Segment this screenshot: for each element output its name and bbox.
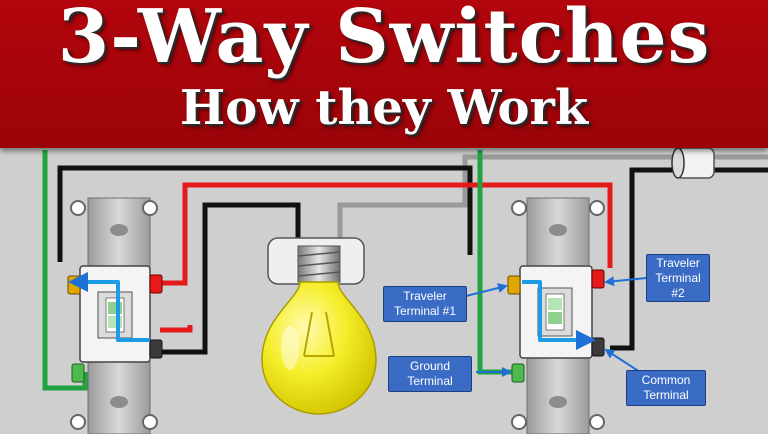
label-ground-terminal: Ground Terminal: [388, 356, 472, 392]
label-traveler-terminal-2: Traveler Terminal #2: [646, 254, 710, 302]
light-bulb-icon: [261, 237, 377, 415]
label-arrows: [465, 276, 647, 377]
label-common-terminal: Common Terminal: [626, 370, 706, 406]
traveler-wire: [160, 182, 613, 333]
left-switch: [70, 197, 158, 434]
neutral-wire: [337, 154, 768, 238]
title-banner: 3-Way Switches How they Work: [0, 0, 768, 148]
cable-clamp-icon: [671, 147, 715, 179]
page-subtitle: How they Work: [179, 80, 589, 136]
label-traveler-terminal-1: Traveler Terminal #1: [383, 286, 467, 322]
right-switch: [511, 197, 605, 434]
right-switch-terminals: [507, 269, 605, 383]
current-path: [68, 272, 596, 350]
page-title: 3-Way Switches: [57, 0, 711, 80]
